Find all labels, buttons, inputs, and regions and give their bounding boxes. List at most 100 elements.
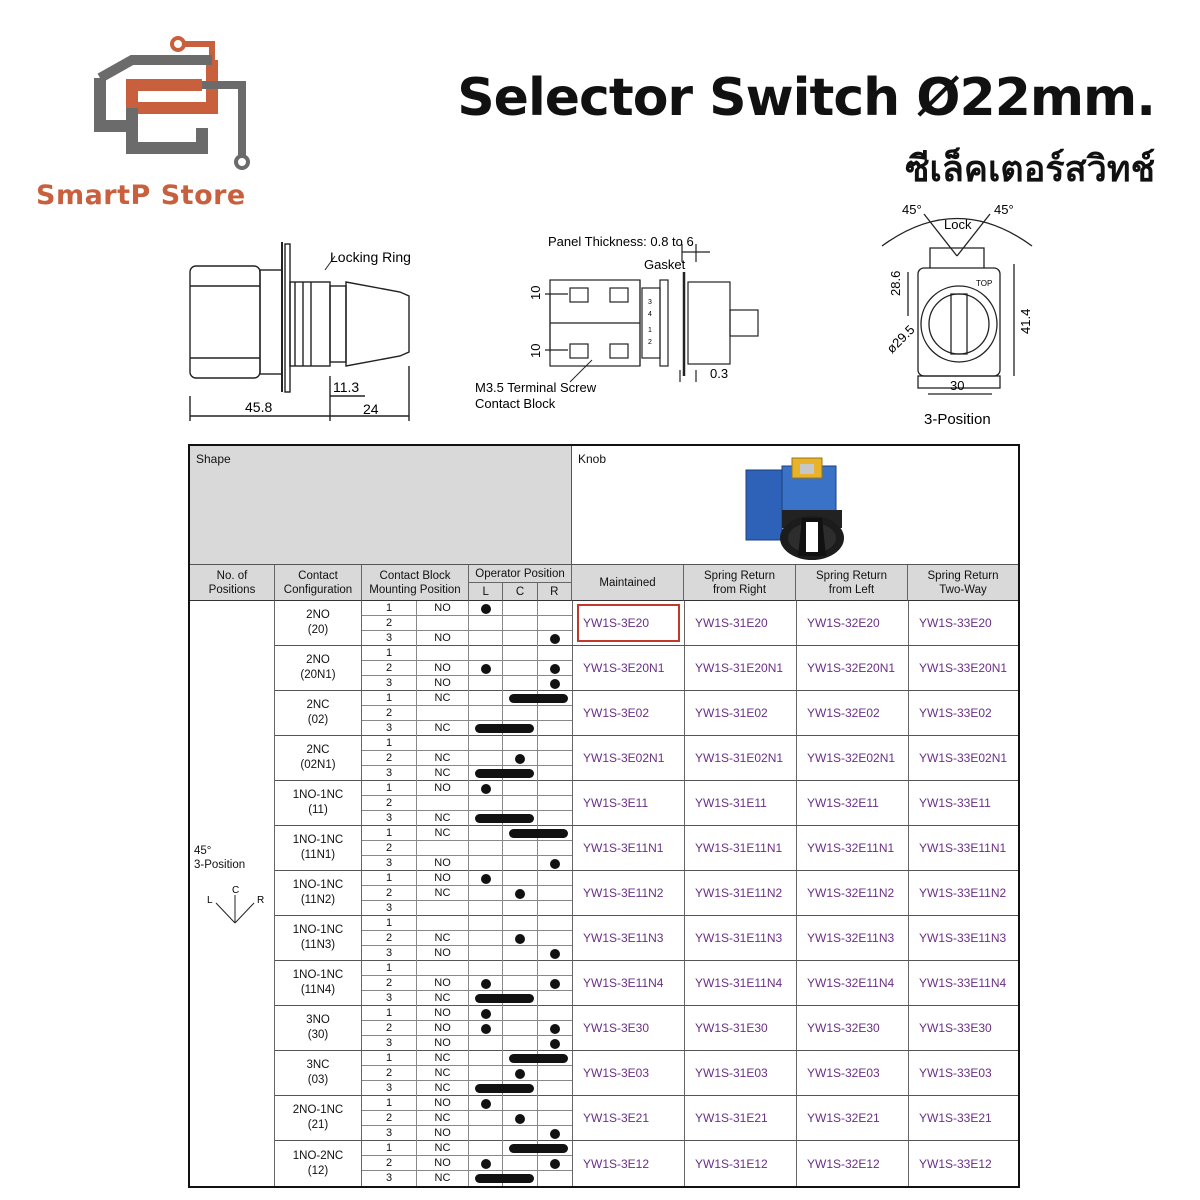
operator-cell: [503, 1066, 538, 1081]
operator-cell: [469, 1036, 504, 1051]
contact-type: NC: [417, 886, 469, 901]
model-number[interactable]: YW1S-33E20: [908, 601, 1018, 645]
model-number[interactable]: YW1S-32E03: [796, 1051, 908, 1095]
model-number[interactable]: YW1S-33E11N2: [908, 871, 1018, 915]
model-number[interactable]: YW1S-33E11: [908, 781, 1018, 825]
operator-cell: [503, 976, 538, 991]
operator-cell: [503, 721, 538, 736]
contact-type: NC: [417, 721, 469, 736]
model-number[interactable]: YW1S-31E11N2: [684, 871, 796, 915]
contact-on-bar: [475, 814, 534, 823]
mounting-number: 1: [362, 781, 417, 796]
mounting-number: 1: [362, 1051, 417, 1066]
mounting-number: 3: [362, 901, 417, 916]
model-number[interactable]: YW1S-32E30: [796, 1006, 908, 1050]
operator-cell: [503, 751, 538, 766]
operator-cell: [538, 1096, 572, 1111]
mounting-number: 2: [362, 796, 417, 811]
mounting-number: 2: [362, 841, 417, 856]
mounting-number: 2: [362, 1066, 417, 1081]
model-number[interactable]: YW1S-31E12: [684, 1141, 796, 1186]
model-number[interactable]: YW1S-32E11N4: [796, 961, 908, 1005]
model-number[interactable]: YW1S-31E02N1: [684, 736, 796, 780]
operator-cell: [503, 901, 538, 916]
spec-table: Shape Knob No. of Positions Contact Conf…: [188, 444, 1020, 1188]
model-number[interactable]: YW1S-33E03: [908, 1051, 1018, 1095]
model-number[interactable]: YW1S-32E12: [796, 1141, 908, 1186]
model-number[interactable]: YW1S-32E11N2: [796, 871, 908, 915]
model-number[interactable]: YW1S-33E20N1: [908, 646, 1018, 690]
model-number[interactable]: YW1S-31E20N1: [684, 646, 796, 690]
mounting-number: 3: [362, 856, 417, 871]
contact-on-dot: [481, 1008, 491, 1019]
contact-type: [417, 796, 469, 811]
model-number[interactable]: YW1S-33E11N1: [908, 826, 1018, 870]
model-number[interactable]: YW1S-3E12: [572, 1141, 684, 1186]
model-number[interactable]: YW1S-33E12: [908, 1141, 1018, 1186]
model-number[interactable]: YW1S-31E20: [684, 601, 796, 645]
model-number[interactable]: YW1S-31E21: [684, 1096, 796, 1140]
model-number[interactable]: YW1S-3E20N1: [572, 646, 684, 690]
model-number[interactable]: YW1S-33E11N4: [908, 961, 1018, 1005]
model-number[interactable]: YW1S-32E11N1: [796, 826, 908, 870]
model-number[interactable]: YW1S-33E21: [908, 1096, 1018, 1140]
model-number[interactable]: YW1S-32E11N3: [796, 916, 908, 960]
contact-on-dot: [549, 633, 560, 644]
model-number[interactable]: YW1S-3E03: [572, 1051, 684, 1095]
model-number[interactable]: YW1S-31E03: [684, 1051, 796, 1095]
operator-cell: [503, 601, 538, 616]
model-number[interactable]: YW1S-33E30: [908, 1006, 1018, 1050]
model-number[interactable]: YW1S-32E02: [796, 691, 908, 735]
model-number[interactable]: YW1S-31E11: [684, 781, 796, 825]
model-number[interactable]: YW1S-32E20: [796, 601, 908, 645]
model-number[interactable]: YW1S-32E20N1: [796, 646, 908, 690]
operator-cell: [469, 1006, 504, 1021]
model-number[interactable]: YW1S-3E21: [572, 1096, 684, 1140]
contact-on-dot: [549, 1128, 560, 1139]
model-number[interactable]: YW1S-31E11N1: [684, 826, 796, 870]
model-number[interactable]: YW1S-3E11N3: [572, 916, 684, 960]
model-number[interactable]: YW1S-3E02N1: [572, 736, 684, 780]
model-number[interactable]: YW1S-31E11N3: [684, 916, 796, 960]
operator-cell: [538, 916, 572, 931]
terminal-num-3: 3: [648, 299, 652, 306]
model-number[interactable]: YW1S-3E11N1: [572, 826, 684, 870]
gasket-label: Gasket: [644, 257, 686, 272]
model-number[interactable]: YW1S-3E11N2: [572, 871, 684, 915]
model-number[interactable]: YW1S-3E20: [572, 601, 684, 645]
operator-cell: [538, 886, 572, 901]
model-number[interactable]: YW1S-32E21: [796, 1096, 908, 1140]
operator-cell: [503, 886, 538, 901]
contact-on-dot: [481, 663, 491, 674]
contact-type: [417, 901, 469, 916]
lcr-l: L: [207, 895, 213, 906]
shape-cell: Shape: [190, 446, 572, 565]
contact-on-dot: [515, 933, 526, 944]
contact-type: [417, 706, 469, 721]
contact-on-bar: [509, 694, 568, 703]
model-number[interactable]: YW1S-31E30: [684, 1006, 796, 1050]
model-number[interactable]: YW1S-3E11: [572, 781, 684, 825]
side-view-drawing: Locking Ring 45.8 24 11.3: [185, 236, 430, 421]
dim-pitch-bottom: 10: [528, 344, 543, 358]
model-number[interactable]: YW1S-33E02: [908, 691, 1018, 735]
operator-cell: [538, 1171, 572, 1186]
model-number[interactable]: YW1S-31E11N4: [684, 961, 796, 1005]
model-number[interactable]: YW1S-33E02N1: [908, 736, 1018, 780]
model-number[interactable]: YW1S-32E11: [796, 781, 908, 825]
model-number[interactable]: YW1S-3E02: [572, 691, 684, 735]
operator-cell: [503, 781, 538, 796]
dim-h2: 41.4: [1018, 309, 1033, 334]
dim-offset: 11.3: [333, 379, 359, 395]
contact-type: NC: [417, 1171, 469, 1186]
model-number[interactable]: YW1S-31E02: [684, 691, 796, 735]
model-number[interactable]: YW1S-32E02N1: [796, 736, 908, 780]
operator-cell: [538, 781, 572, 796]
contact-on-bar: [509, 829, 568, 838]
operator-cell: [503, 646, 538, 661]
model-number[interactable]: YW1S-3E30: [572, 1006, 684, 1050]
model-number[interactable]: YW1S-33E11N3: [908, 916, 1018, 960]
model-number[interactable]: YW1S-3E11N4: [572, 961, 684, 1005]
